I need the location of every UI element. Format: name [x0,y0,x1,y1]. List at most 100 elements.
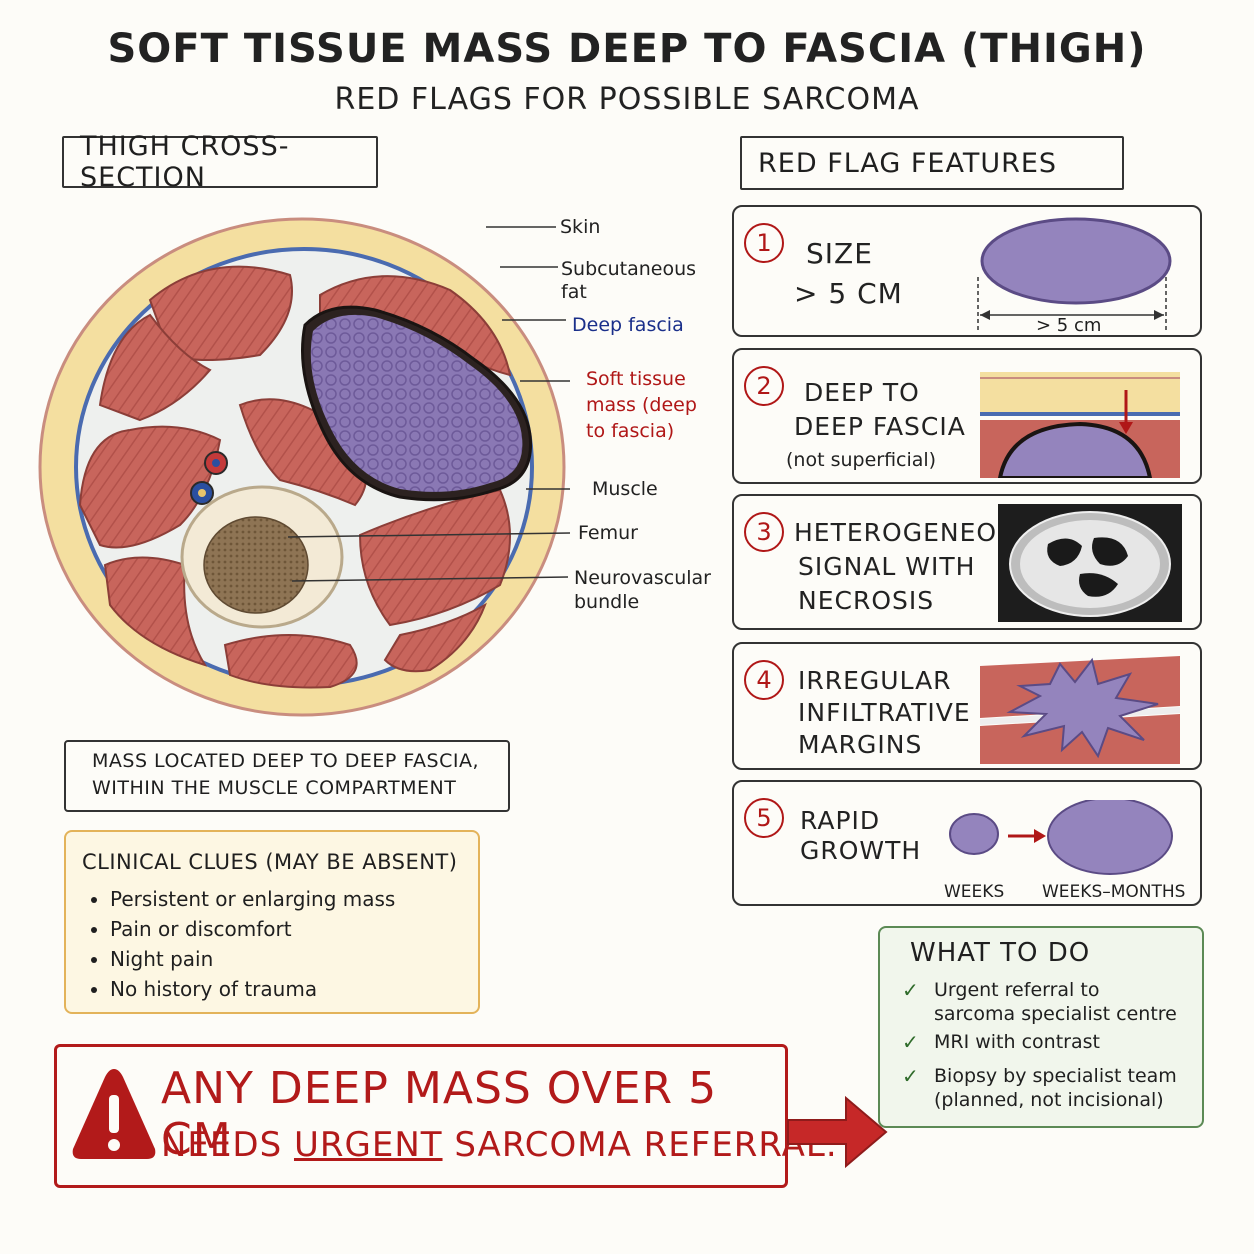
check-icon: ✓ [902,1064,919,1088]
card-number: 1 [744,223,784,263]
urgent-referral-banner: ANY DEEP MASS OVER 5 CM NEEDS URGENT SAR… [54,1044,837,1188]
clue-item: Pain or discomfort [110,914,395,944]
warning-exclamation-dot [108,1139,120,1151]
what-to-do-title: WHAT TO DO [910,938,1091,968]
vein-lumen [198,489,206,497]
muscle-anterior [148,265,293,361]
size-measure-label: > 5 cm [1036,315,1102,336]
label-mass-1: Soft tissue [586,368,686,390]
what-to-do-box: WHAT TO DO ✓ Urgent referral to sarcoma … [878,926,1204,1128]
small-mass [949,813,999,855]
artery-lumen [212,459,220,467]
infiltrative-mass-illustration [980,656,1180,764]
warning-triangle-icon [72,1069,156,1159]
label-nv-1: Neurovascular [574,567,711,589]
todo-item-mri: ✓ MRI with contrast [902,1030,1100,1054]
card-line-2: GROWTH [800,836,922,865]
infiltrative-mass-shape [1006,657,1159,759]
todo-line: MRI with contrast [934,1031,1100,1053]
red-flags-header: RED FLAG FEATURES [740,136,1124,190]
label-skin: Skin [560,216,601,238]
card-line-1: HETEROGENEOUS [794,518,1034,547]
todo-line: (planned, not incisional) [934,1089,1164,1111]
caption-line-2: WITHIN THE MUSCLE COMPARTMENT [92,777,457,799]
todo-line: Biopsy by specialist team [934,1065,1177,1087]
label-fat-2: fat [561,281,587,303]
check-icon: ✓ [902,1030,919,1054]
warning-exclamation-bar [109,1095,119,1133]
warning-referral: SARCOMA REFERRAL. [454,1125,838,1165]
card-line-2: SIGNAL WITH [798,552,976,581]
arrow-right-shape [787,1095,888,1169]
label-mass-3: to fascia) [586,420,675,442]
card-line-1: RAPID [800,806,881,835]
nv-leader [291,576,569,582]
card-line-3: (not superficial) [786,449,937,471]
label-femur: Femur [578,522,638,544]
clue-item: Night pain [110,944,395,974]
femur-leader [287,532,570,538]
clinical-clues-list: Persistent or enlarging mass Pain or dis… [66,884,395,1004]
label-nv-2: bundle [574,591,640,613]
clue-item: No history of trauma [110,974,395,1004]
size-illustration [977,217,1172,333]
growth-illustration [949,800,1173,875]
label-deep-fascia: Deep fascia [572,314,684,336]
growth-label-months: WEEKS–MONTHS [1042,882,1186,902]
card-number: 4 [744,660,784,700]
mass-location-caption: MASS LOCATED DEEP TO DEEP FASCIA, WITHIN… [64,740,510,812]
femur-marrow [203,516,309,614]
clinical-clues-box: CLINICAL CLUES (MAY BE ABSENT) Persisten… [64,830,480,1014]
page-subtitle: RED FLAGS FOR POSSIBLE SARCOMA [334,82,920,117]
size-arrow-left [980,310,990,320]
growth-label-weeks: WEEKS [944,882,1005,902]
muscle-lateral [78,425,222,549]
mass-oval [980,217,1172,305]
caption-line-1: MASS LOCATED DEEP TO DEEP FASCIA, [92,750,480,772]
card-line-3: NECROSIS [798,586,935,615]
clinical-clues-title: CLINICAL CLUES (MAY BE ABSENT) [82,850,458,874]
card-line-1: IRREGULAR [798,666,952,695]
label-muscle: Muscle [592,478,658,500]
warning-line-1: ANY DEEP MASS OVER 5 CM [161,1063,718,1165]
todo-line: sarcoma specialist centre [934,1003,1177,1025]
card-number: 2 [744,366,784,406]
todo-item-biopsy: ✓ Biopsy by specialist team (planned, no… [902,1064,1177,1112]
size-arrow-right [1154,310,1164,320]
cross-section-header-text: THIGH CROSS-SECTION [80,131,290,193]
card-line-2: INFILTRATIVE [798,698,971,727]
card-line-1: DEEP TO [804,378,920,407]
card-number: 5 [744,798,784,838]
cross-section-header: THIGH CROSS-SECTION [62,131,378,193]
warning-urgent: URGENT [293,1125,443,1165]
thigh-cross-section-illustration [38,217,570,717]
label-mass-2: mass (deep [586,394,697,416]
red-flag-card-necrosis: 3 HETEROGENEOUS SIGNAL WITH NECROSIS [732,494,1202,630]
card-line-3: MARGINS [798,730,923,759]
necrosis-3 [1079,573,1118,597]
muscle-posterior [223,634,358,689]
warning-needs: NEEDS [161,1125,283,1165]
growth-arrow [1034,829,1046,843]
page-title: SOFT TISSUE MASS DEEP TO FASCIA (THIGH) [107,26,1147,72]
depth-arrow-head [1119,422,1133,434]
card-line-1: SIZE [806,237,873,270]
necrosis-1 [1047,538,1082,566]
todo-item-referral: ✓ Urgent referral to sarcoma specialist … [902,978,1177,1026]
red-flags-header-text: RED FLAG FEATURES [758,147,1058,179]
large-mass [1047,800,1173,875]
label-fat-1: Subcutaneous [561,258,697,280]
deep-fascia-illustration [980,372,1180,478]
red-flag-card-size: 1 SIZE > 5 CM > 5 cm [732,205,1202,337]
muscle-medial [358,488,511,627]
necrosis-2 [1092,537,1128,566]
red-flag-card-deep: 2 DEEP TO DEEP FASCIA (not superficial) [732,348,1202,484]
todo-line: Urgent referral to [934,979,1100,1001]
mri-image-illustration [998,504,1182,622]
clue-item: Persistent or enlarging mass [110,884,395,914]
deep-mass-illustration [997,421,1153,478]
soft-tissue-mass [310,314,523,492]
card-line-2: DEEP FASCIA [794,412,966,441]
muscle-posteromedial [383,602,487,673]
check-icon: ✓ [902,978,919,1002]
